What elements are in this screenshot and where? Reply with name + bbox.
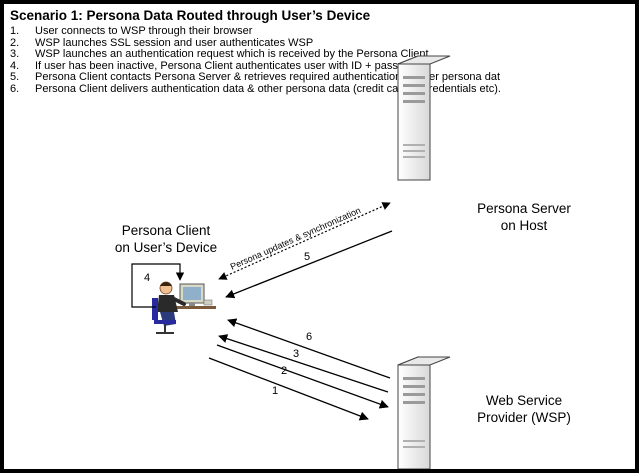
- slide-title: Scenario 1: Persona Data Routed through …: [10, 8, 371, 23]
- persona-client-line2: on User’s Device: [114, 240, 218, 255]
- step-number: 6.: [10, 82, 20, 95]
- step-item: 2. WSP launches SSL session and user auth…: [10, 36, 501, 50]
- step-text: User connects to WSP through their brows…: [35, 25, 253, 37]
- wsp-line1: Web Service: [485, 393, 563, 408]
- arrow-4: [131, 263, 185, 308]
- arrow-3: [218, 334, 389, 393]
- arrow-1: [208, 357, 369, 421]
- arrow-3-label: 3: [293, 348, 299, 360]
- step-item: 1. User connects to WSP through their bro…: [10, 25, 501, 38]
- arrow-4-label: 4: [144, 272, 150, 284]
- persona-server-icon: [397, 55, 451, 181]
- persona-server-line2: on Host: [500, 218, 548, 233]
- persona-server-label: Persona Server on Host: [454, 200, 594, 234]
- steps-list: 1. User connects to WSP through their bro…: [10, 25, 501, 96]
- flow-diagram: Persona updates & synchronization 5 6 3 …: [131, 55, 451, 469]
- user-at-computer-icon: [152, 281, 216, 334]
- wsp-label: Web Service Provider (WSP): [454, 392, 594, 426]
- step-number: 3.: [10, 48, 20, 61]
- persona-client-line1: Persona Client: [121, 223, 211, 238]
- step-text: Persona Client contacts Persona Server &…: [35, 71, 501, 84]
- arrow-5-label: 5: [304, 251, 310, 263]
- wsp-line2: Provider (WSP): [477, 410, 571, 425]
- step-item: 3. WSP launches an authentication request…: [10, 48, 501, 61]
- step-number: 2.: [10, 36, 20, 49]
- arrow-6-label: 6: [306, 331, 312, 343]
- arrow-sync-label: Persona updates & synchronization: [229, 205, 362, 272]
- arrow-2-label: 2: [281, 365, 287, 377]
- arrow-2: [216, 344, 389, 409]
- step-number: 4.: [10, 59, 20, 72]
- persona-client-label: Persona Client on User’s Device: [96, 222, 236, 256]
- step-number: 5.: [10, 71, 20, 84]
- arrow-5: [225, 230, 393, 299]
- step-item: 4. If user has been inactive, Persona Cli…: [10, 59, 501, 73]
- step-number: 1.: [10, 25, 20, 37]
- persona-server-line1: Persona Server: [477, 201, 571, 216]
- arrow-sync: [218, 202, 391, 280]
- arrow-1-label: 1: [272, 385, 278, 397]
- wsp-server-icon: [397, 356, 451, 469]
- step-text: If user has been inactive, Persona Clien…: [35, 59, 422, 72]
- step-item: 6. Persona Client delivers authentication…: [10, 82, 501, 96]
- arrow-6: [227, 318, 391, 379]
- step-text: Persona Client delivers authentication d…: [35, 82, 501, 95]
- step-text: WSP launches SSL session and user authen…: [35, 36, 314, 49]
- step-text: WSP launches an authentication request w…: [35, 48, 429, 61]
- step-item: 5. Persona Client contacts Persona Server…: [10, 72, 501, 84]
